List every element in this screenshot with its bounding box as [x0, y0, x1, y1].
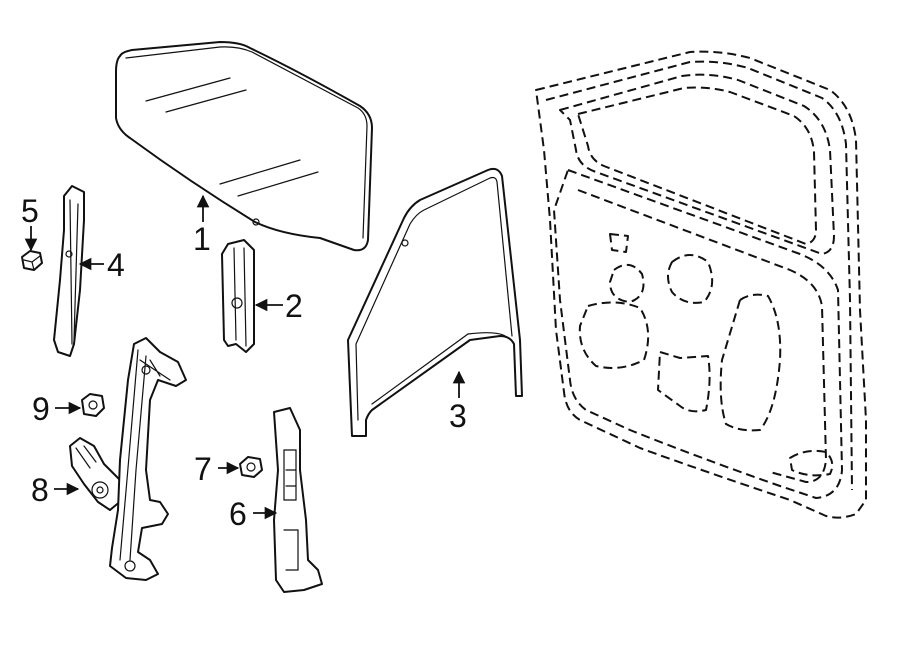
- callout-6: 6: [229, 496, 247, 532]
- door-glass: [115, 41, 373, 252]
- callout-2: 2: [285, 288, 303, 324]
- nut-7: [239, 456, 263, 478]
- window-regulator: [109, 337, 187, 581]
- callout-4: 4: [107, 247, 125, 283]
- callout-9: 9: [32, 391, 50, 427]
- callout-8: 8: [31, 472, 49, 508]
- callout-5: 5: [21, 193, 39, 229]
- callout-leaders: [24, 194, 466, 520]
- window-motor: [69, 437, 123, 511]
- nut-5: [21, 250, 43, 271]
- callout-7: 7: [194, 451, 212, 487]
- callout-1: 1: [193, 221, 211, 257]
- glass-run-channel: [347, 167, 523, 437]
- glass-channel-bracket: [221, 239, 255, 353]
- front-regulator-channel: [53, 185, 85, 357]
- callout-3: 3: [449, 398, 467, 434]
- callout-numbers: 1 2 3 4 5 6 7 8 9: [21, 193, 467, 532]
- door-shell-outline: [535, 50, 867, 519]
- nut-9: [81, 393, 105, 417]
- rear-regulator-channel: [273, 407, 323, 593]
